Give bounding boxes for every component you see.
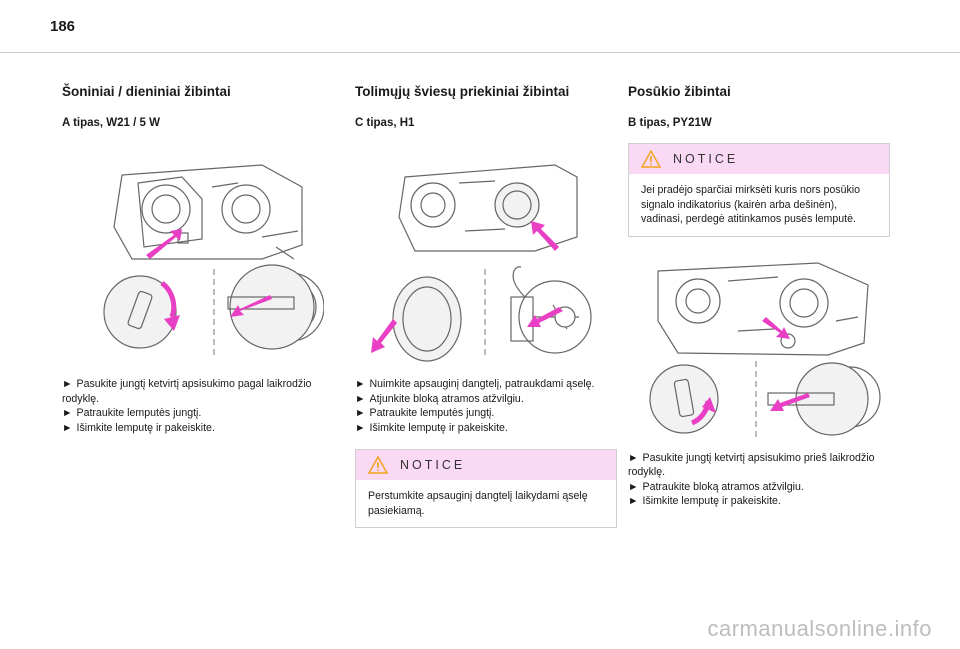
pointer-arrow-icon [762, 316, 790, 339]
pull-arrow-icon [230, 295, 272, 317]
column-cornering-lights: Posūkio žibintai B tipas, PY21W NOTICE J… [628, 84, 890, 509]
notice-header: NOTICE [356, 450, 616, 480]
notice-box: NOTICE Perstumkite apsauginį dangtelį la… [355, 449, 617, 528]
bullet-icon: ► [62, 378, 73, 390]
notice-text: Perstumkite apsauginį dangtelį laikydami… [368, 490, 588, 517]
steps-list: ►Nuimkite apsauginį dangtelį, patraukdam… [355, 377, 617, 435]
bullet-icon: ► [62, 421, 73, 434]
warning-icon [368, 456, 388, 474]
pointer-arrow-icon [531, 221, 559, 251]
bullet-icon: ► [355, 421, 366, 434]
steps-list: ►Pasukite jungtį ketvirtį apsisukimo pri… [628, 451, 890, 509]
pull-arrow-icon [770, 392, 810, 411]
bullet-icon: ► [355, 378, 366, 390]
page-number: 186 [50, 18, 76, 35]
watermark: carmanualsonline.info [707, 616, 932, 641]
pull-arrow-icon [527, 307, 563, 327]
step-item: ►Patraukite bloką atramos atžvilgiu. [628, 480, 804, 493]
step-item: ►Išimkite lemputę ir pakeiskite. [355, 421, 508, 434]
section-subtitle: C tipas, H1 [355, 117, 415, 129]
notice-title: NOTICE [400, 458, 466, 472]
step-item: ►Išimkite lemputę ir pakeiskite. [62, 421, 215, 434]
bullet-icon: ► [62, 407, 73, 419]
section-title: Tolimųjų šviesų priekiniai žibintai [355, 84, 570, 99]
column-side-lights: Šoniniai / dieniniai žibintai A tipas, W… [62, 84, 324, 435]
notice-text: Jei pradėjo sparčiai mirksėti kuris nors… [641, 184, 861, 225]
notice-box: NOTICE Jei pradėjo sparčiai mirksėti kur… [628, 143, 890, 237]
headlamp-illustration-b [628, 251, 890, 439]
headlamp-illustration-c [355, 147, 617, 365]
column-high-beam: Tolimųjų šviesų priekiniai žibintai C ti… [355, 84, 617, 528]
pointer-arrow-icon [146, 229, 182, 259]
section-subtitle: B tipas, PY21W [628, 117, 712, 129]
section-title: Posūkio žibintai [628, 84, 731, 99]
section-subtitle: A tipas, W21 / 5 W [62, 117, 160, 129]
step-item: ►Atjunkite bloką atramos atžvilgiu. [355, 392, 524, 405]
warning-icon [641, 150, 661, 168]
step-item: ►Patraukite lemputės jungtį. [62, 407, 202, 419]
header-rule [0, 52, 960, 53]
rotate-arrow-icon [160, 281, 177, 318]
notice-header: NOTICE [629, 144, 889, 174]
step-item: ►Nuimkite apsauginį dangtelį, patraukdam… [355, 378, 595, 390]
steps-list: ►Pasukite jungtį ketvirtį apsisukimo pag… [62, 377, 324, 435]
bullet-icon: ► [628, 480, 639, 493]
bullet-icon: ► [355, 407, 366, 419]
bullet-icon: ► [355, 392, 366, 405]
section-title: Šoniniai / dieniniai žibintai [62, 84, 231, 99]
notice-title: NOTICE [673, 152, 739, 166]
bullet-icon: ► [628, 495, 639, 507]
step-item: ►Išimkite lemputę ir pakeiskite. [628, 495, 781, 507]
headlamp-illustration-a [62, 147, 324, 365]
pull-arrow-icon [371, 319, 397, 353]
bullet-icon: ► [628, 451, 639, 464]
step-item: ►Pasukite jungtį ketvirtį apsisukimo pag… [62, 378, 312, 405]
step-item: ►Pasukite jungtį ketvirtį apsisukimo pri… [628, 451, 875, 479]
step-item: ►Patraukite lemputės jungtį. [355, 407, 495, 419]
